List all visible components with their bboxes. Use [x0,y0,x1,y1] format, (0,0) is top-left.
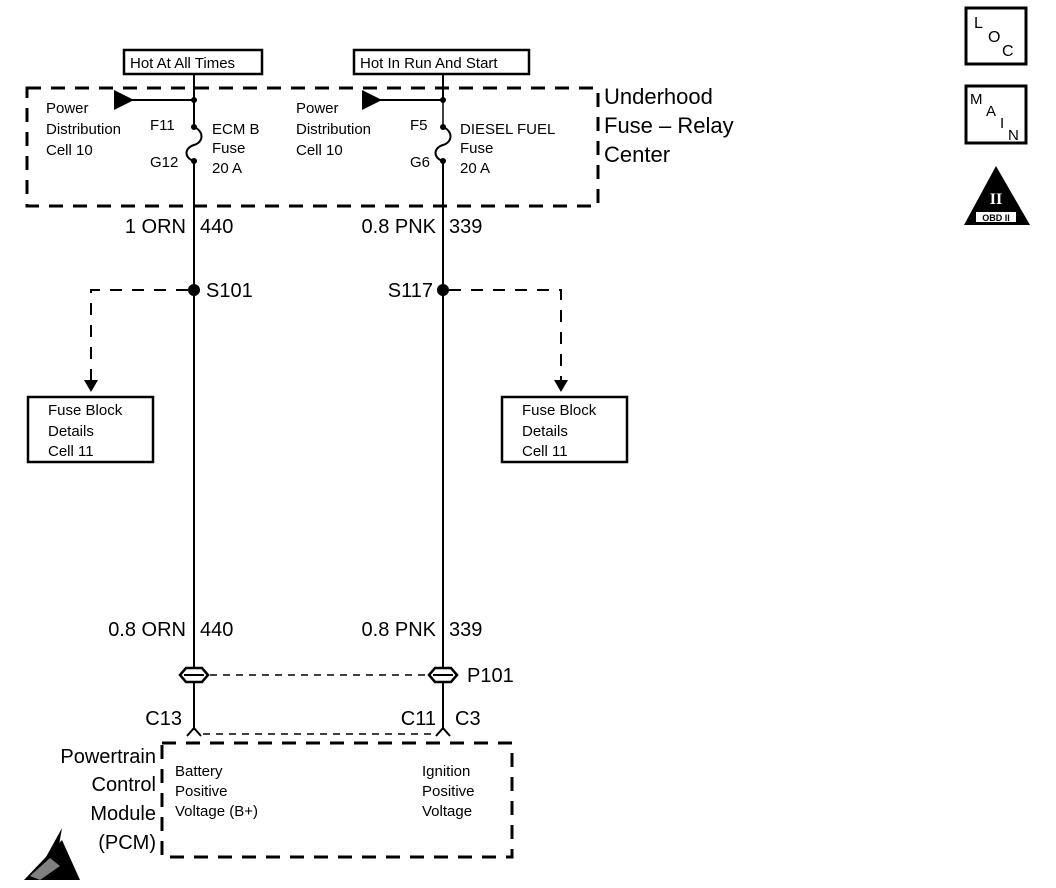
terminal-f11: F11 [150,117,175,134]
pcm-input-left-1: Battery [175,763,223,780]
svg-text:Details: Details [522,423,568,440]
terminal-f5: F5 [410,117,428,134]
wire-label-left-upper: 1 ORN [125,216,186,238]
fuse-label-left: Fuse [212,140,245,157]
fuse-rating-left: 20 A [212,160,242,177]
circuit-right-lower: 339 [449,619,482,641]
svg-text:I: I [1000,115,1004,132]
loc-icon[interactable]: L O C [964,6,1028,66]
wire-label-right-upper: 0.8 PNK [362,216,437,238]
fuse-block-ref-right: Fuse Block Details Cell 11 [500,395,629,464]
source-label-hot-in-run-and-start: Hot In Run And Start [352,48,531,76]
pcm-input-right-1: Ignition [422,763,470,780]
pcm-title-1: Powertrain [60,746,156,768]
svg-text:N: N [1008,127,1019,144]
svg-text:Fuse Block: Fuse Block [522,402,597,419]
fuse-symbol-ecm-b [185,126,203,162]
right-ref-line-3: Cell 10 [296,142,343,159]
splice-s101 [188,284,200,296]
arrow-down-left [84,380,98,392]
wire-label-right-lower: 0.8 PNK [362,619,437,641]
pcm-input-left-3: Voltage (B+) [175,803,258,820]
fuse-rating-right: 20 A [460,160,490,177]
fuse-relay-center-box [25,86,600,208]
pin-c13: C13 [145,708,182,730]
svg-text:OBD II: OBD II [982,213,1010,223]
pcm-title-4: (PCM) [98,832,156,854]
source-label-hot-at-all-times: Hot At All Times [122,48,264,76]
left-ref-line-3: Cell 10 [46,142,93,159]
terminal-g6: G6 [410,154,430,171]
circuit-left-lower: 440 [200,619,233,641]
fuse-center-title-1: Underhood [604,84,713,109]
fuse-symbol-diesel-fuel [434,126,452,162]
svg-text:M: M [970,91,983,108]
main-icon[interactable]: M A I N [964,84,1028,145]
svg-text:O: O [988,29,1000,46]
connector-p101-left-pin [178,666,210,684]
svg-text:Fuse Block: Fuse Block [48,402,123,419]
obd-ii-icon[interactable]: II OBD II [964,166,1030,225]
splice-s117 [437,284,449,296]
fuse-center-title-2: Fuse – Relay [604,113,734,138]
left-ref-line-1: Power [46,100,89,117]
connector-p101-right-pin [427,666,459,684]
svg-text:Cell 11: Cell 11 [522,443,568,460]
svg-text:Details: Details [48,423,94,440]
circuit-right-upper: 339 [449,216,482,238]
circuit-left-upper: 440 [200,216,233,238]
svg-text:C: C [1002,43,1014,60]
fuse-block-ref-left: Fuse Block Details Cell 11 [26,395,155,464]
svg-text:Cell 11: Cell 11 [48,443,94,460]
arrow-down-right [554,380,568,392]
pin-c3: C3 [455,708,481,730]
pin-c11: C11 [401,708,436,730]
pcm-box [160,741,514,859]
right-ref-line-1: Power [296,100,339,117]
fuse-name-ecm-b: ECM B [212,121,260,138]
pcm-input-right-3: Voltage [422,803,472,820]
esd-warning-icon [24,828,80,880]
fuse-name-diesel-fuel: DIESEL FUEL [460,121,555,138]
splice-label-s101: S101 [206,280,253,302]
svg-text:A: A [986,103,996,120]
svg-text:Hot In Run And Start: Hot In Run And Start [360,55,498,72]
terminal-g12: G12 [150,154,178,171]
splice-label-s117: S117 [388,280,433,302]
connector-label-p101: P101 [467,665,514,687]
pcm-title-2: Control [92,774,156,796]
wire-label-left-lower: 0.8 ORN [108,619,186,641]
pcm-input-right-2: Positive [422,783,475,800]
svg-text:L: L [974,15,983,32]
pcm-input-left-2: Positive [175,783,228,800]
svg-text:Hot At All Times: Hot At All Times [130,55,235,72]
pcm-title-3: Module [90,803,156,825]
fuse-center-title-3: Center [604,142,670,167]
fuse-label-right: Fuse [460,140,493,157]
right-ref-line-2: Distribution [296,121,371,138]
svg-text:II: II [990,191,1002,208]
left-ref-line-2: Distribution [46,121,121,138]
